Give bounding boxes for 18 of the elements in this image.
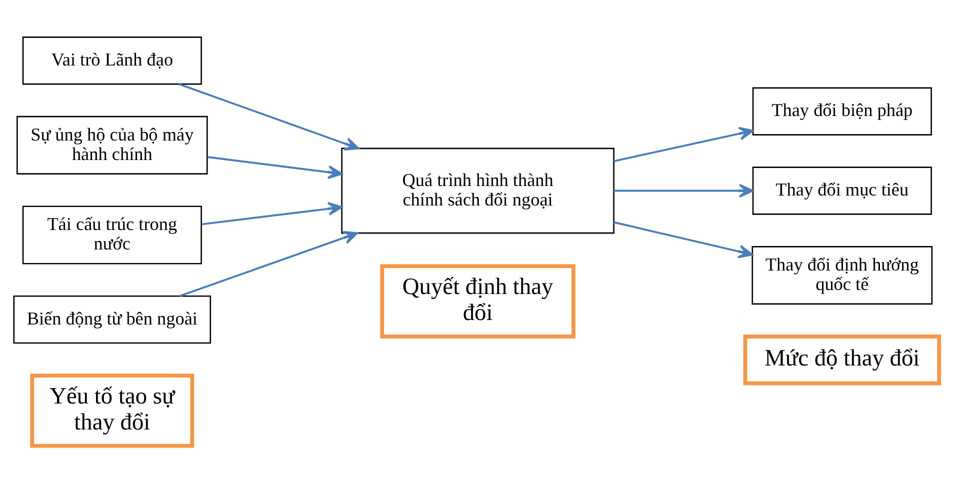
- node-box: Tái cấu trúc trong nước: [22, 205, 202, 264]
- node-box: Thay đổi định hướng quốc tế: [752, 246, 933, 304]
- arrow: [614, 183, 754, 198]
- node-box: Mức độ thay đổi: [743, 334, 942, 385]
- arrow: [201, 201, 343, 225]
- arrow: [178, 82, 360, 150]
- node-box: Sự ủng hộ của bộ máy hành chính: [16, 115, 208, 174]
- node-box: Vai trò Lãnh đạo: [22, 36, 202, 84]
- arrow: [179, 230, 358, 297]
- node-box: Quá trình hình thành chính sách đối ngoại: [341, 147, 614, 234]
- node-box: Quyết định thay đổi: [380, 264, 576, 338]
- node-box: Thay đổi mục tiêu: [752, 166, 932, 214]
- node-box: Thay đổi biện pháp: [752, 86, 932, 135]
- arrow: [614, 126, 754, 162]
- arrow: [207, 156, 343, 178]
- node-box: Biến động từ bên ngoài: [13, 295, 212, 344]
- node-box: Yếu tố tạo sự thay đổi: [30, 373, 194, 448]
- arrow: [614, 220, 754, 258]
